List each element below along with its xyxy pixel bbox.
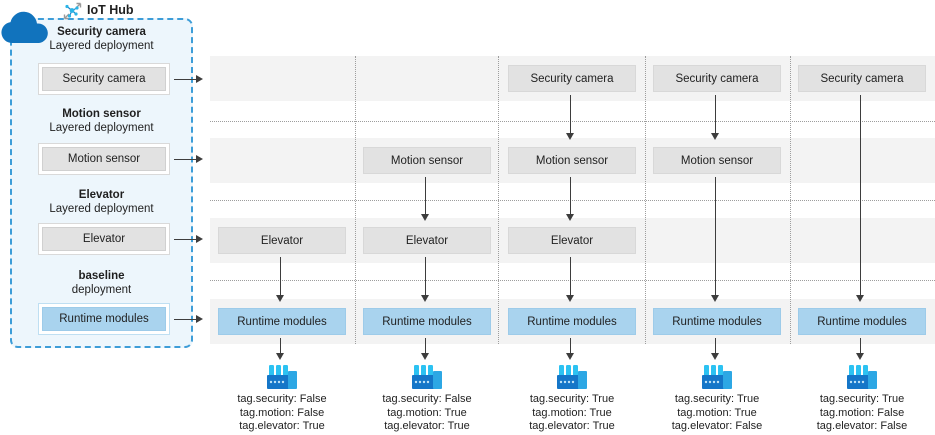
down-arrow — [276, 257, 285, 302]
tag-security: tag.security: False — [382, 393, 472, 405]
tag-motion: tag.motion: True — [677, 406, 757, 419]
deployment-button-label: Elevator — [42, 227, 166, 251]
factory-device-icon — [845, 362, 879, 392]
deployment-button-label: Motion sensor — [42, 147, 166, 171]
iot-hub-icon — [62, 1, 83, 26]
deployment-box-elevator: Elevator — [508, 227, 636, 254]
down-arrow — [711, 95, 720, 140]
factory-device-icon — [555, 362, 589, 392]
tag-motion: tag.motion: False — [819, 406, 905, 419]
tag-elevator: tag.elevator: True — [529, 420, 615, 432]
tag-security: tag.security: True — [529, 393, 615, 405]
tag-elevator: tag.elevator: True — [384, 420, 470, 432]
device-tags: tag.security: False tag.motion: False ta… — [197, 393, 367, 434]
deployment-box-motion-sensor: Motion sensor — [508, 147, 636, 174]
right-arrow — [174, 75, 203, 84]
device-tags: tag.security: True tag.motion: True tag.… — [487, 393, 657, 434]
runtime-modules-box: Runtime modules — [798, 308, 926, 335]
deployment-box-motion-sensor: Motion sensor — [653, 147, 781, 174]
down-arrow — [421, 177, 430, 221]
down-arrow — [711, 338, 720, 360]
deployment-box-elevator: Elevator — [363, 227, 491, 254]
right-arrow — [174, 315, 203, 324]
down-arrow — [566, 338, 575, 360]
deployment-button-security-camera: Security camera — [38, 63, 170, 95]
tag-elevator: tag.elevator: False — [671, 420, 763, 432]
device-tags: tag.security: True tag.motion: True tag.… — [632, 393, 802, 434]
grid-divider-vertical — [355, 56, 356, 344]
down-arrow — [856, 338, 865, 360]
down-arrow — [421, 338, 430, 360]
iot-hub-title: IoT Hub — [87, 3, 134, 17]
right-arrow — [174, 235, 203, 244]
tag-motion: tag.motion: True — [532, 406, 612, 419]
section-title-baseline: baseline — [78, 270, 125, 282]
tag-security: tag.security: True — [674, 393, 760, 405]
section-subtitle-elevator: Layered deployment — [49, 203, 154, 215]
deployment-button-label: Security camera — [42, 67, 166, 91]
device-tags: tag.security: False tag.motion: True tag… — [342, 393, 512, 434]
deployment-button-motion-sensor: Motion sensor — [38, 143, 170, 175]
grid-divider-vertical — [498, 56, 499, 344]
deployment-box-security-camera: Security camera — [798, 65, 926, 92]
deployment-button-elevator: Elevator — [38, 223, 170, 255]
grid-divider-horizontal — [210, 280, 935, 281]
down-arrow — [566, 95, 575, 140]
factory-device-icon — [700, 362, 734, 392]
down-arrow — [566, 257, 575, 302]
deployment-box-elevator: Elevator — [218, 227, 346, 254]
section-title-security-camera: Security camera — [57, 26, 146, 38]
section-subtitle-security-camera: Layered deployment — [49, 40, 154, 52]
deployment-button-runtime-modules: Runtime modules — [38, 303, 170, 335]
section-title-motion-sensor: Motion sensor — [62, 108, 141, 120]
cloud-icon — [0, 10, 48, 51]
tag-elevator: tag.elevator: False — [816, 420, 908, 432]
grid-divider-horizontal — [210, 121, 935, 122]
deployment-box-motion-sensor: Motion sensor — [363, 147, 491, 174]
deployment-box-security-camera: Security camera — [653, 65, 781, 92]
section-subtitle-baseline: deployment — [71, 284, 132, 296]
right-arrow — [174, 155, 203, 164]
down-arrow — [856, 95, 865, 302]
down-arrow — [566, 177, 575, 221]
down-arrow — [711, 177, 720, 302]
tag-security: tag.security: True — [819, 393, 905, 405]
factory-device-icon — [410, 362, 444, 392]
runtime-modules-box: Runtime modules — [218, 308, 346, 335]
runtime-modules-box: Runtime modules — [653, 308, 781, 335]
runtime-modules-box: Runtime modules — [363, 308, 491, 335]
tag-motion: tag.motion: True — [387, 406, 467, 419]
tag-security: tag.security: False — [237, 393, 327, 405]
tag-elevator: tag.elevator: True — [239, 420, 325, 432]
section-title-elevator: Elevator — [78, 189, 125, 201]
tag-motion: tag.motion: False — [239, 406, 325, 419]
grid-divider-vertical — [645, 56, 646, 344]
device-tags: tag.security: True tag.motion: False tag… — [777, 393, 935, 434]
grid-divider-horizontal — [210, 200, 935, 201]
runtime-modules-box: Runtime modules — [508, 308, 636, 335]
down-arrow — [421, 257, 430, 302]
deployment-button-label: Runtime modules — [42, 307, 166, 331]
grid-divider-vertical — [790, 56, 791, 344]
deployment-box-security-camera: Security camera — [508, 65, 636, 92]
section-subtitle-motion-sensor: Layered deployment — [49, 122, 154, 134]
down-arrow — [276, 338, 285, 360]
factory-device-icon — [265, 362, 299, 392]
